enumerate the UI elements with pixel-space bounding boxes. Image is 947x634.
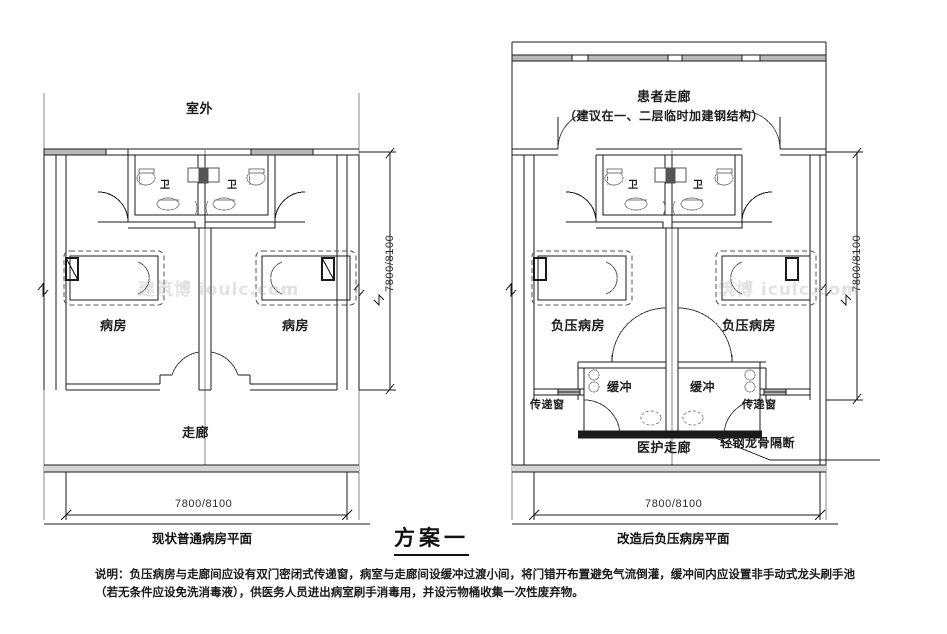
label-bathroom-right-2: 卫 — [693, 180, 704, 191]
dim-left-bottom: 7800/8100 — [175, 498, 233, 510]
label-ward-left-1: 病房 — [100, 319, 128, 334]
caption-left-plan: 现状普通病房平面 — [152, 531, 253, 546]
label-bathroom-left-1: 卫 — [160, 180, 171, 191]
label-buffer-1: 缓冲 — [607, 380, 633, 394]
dim-left-right: 7800/8100 — [384, 234, 396, 292]
label-ward-left-2: 病房 — [282, 319, 310, 334]
label-transfer-window-1: 传递窗 — [530, 398, 565, 411]
label-patient-corridor: 患者走廊 — [637, 90, 692, 105]
label-staff-corridor: 医护走廊 — [637, 441, 692, 456]
label-buffer-2: 缓冲 — [690, 380, 716, 394]
label-corridor-left: 走廊 — [182, 426, 210, 441]
label-bathroom-right-1: 卫 — [628, 180, 639, 191]
caption-right-plan: 改造后负压病房平面 — [617, 531, 730, 546]
plan-title: 方案一 — [394, 522, 469, 556]
label-outdoor: 室外 — [186, 102, 214, 117]
label-transfer-window-2: 传递窗 — [742, 398, 777, 411]
label-negative-pressure-ward-2: 负压病房 — [722, 319, 777, 334]
label-negative-pressure-ward-1: 负压病房 — [551, 319, 606, 334]
label-steel-partition: 轻钢龙骨隔断 — [720, 436, 796, 450]
dim-right-right: 7800/8100 — [851, 234, 863, 292]
dim-right-bottom: 7800/8100 — [645, 498, 703, 510]
label-patient-corridor-note: （建议在一、二层临时加建钢结构） — [564, 109, 765, 123]
drawing-note: 说明：负压病房与走廊间应设有双门密闭式传递窗，病室与走廊间设缓冲过渡小间，将门错… — [95, 567, 855, 599]
label-bathroom-left-2: 卫 — [227, 180, 238, 191]
